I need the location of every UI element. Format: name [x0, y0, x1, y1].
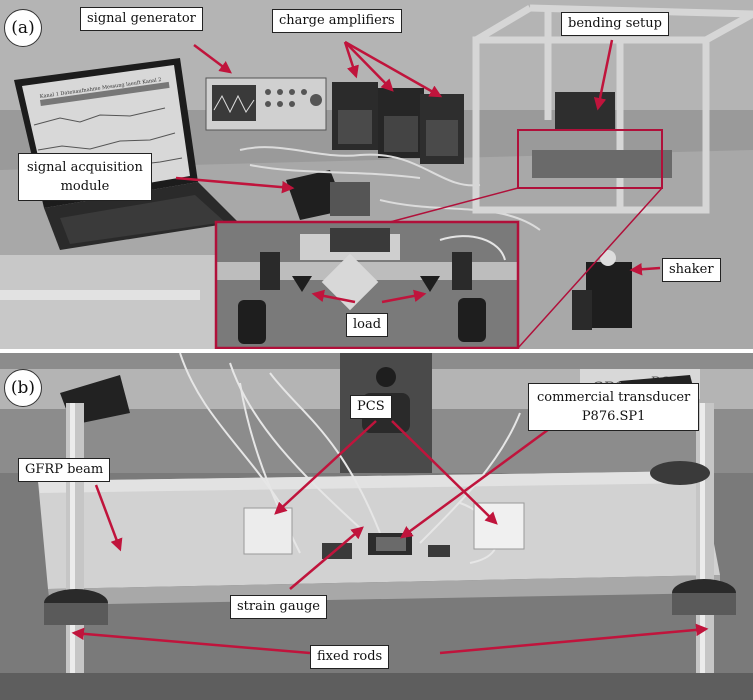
- signal-acquisition-module-label: signal acquisition module: [18, 153, 152, 201]
- inset-border: [214, 220, 520, 349]
- strain-gauge-label: strain gauge: [230, 595, 327, 619]
- bending-setup-highlight: [517, 129, 663, 189]
- panel-a-photo: Kanal 1 Datenaufnahme Messung laeuft Kan…: [0, 0, 753, 349]
- bending-setup-frame: [472, 4, 753, 214]
- panel-b-photo: SP1 PC1: [0, 353, 753, 700]
- fixed-rods-label: fixed rods: [310, 645, 390, 669]
- strain-gauge-sensor: [322, 543, 352, 559]
- shaker-label: shaker: [662, 258, 721, 282]
- pcs-sensor-right: [473, 502, 525, 550]
- load-label: load: [346, 313, 389, 337]
- pcs-label: PCS: [350, 395, 392, 419]
- panel-a-tag: (a): [4, 9, 42, 47]
- signal-generator-device: [205, 77, 327, 131]
- charge-amplifiers-label: charge amplifiers: [272, 9, 402, 33]
- acquisition-module-device: [286, 170, 370, 220]
- gfrp-beam-label: GFRP beam: [18, 458, 111, 482]
- pcs-sensor-left: [243, 507, 293, 555]
- shaker-device: [572, 250, 632, 330]
- signal-generator-label: signal generator: [80, 7, 203, 31]
- bending-setup-label: bending setup: [561, 12, 669, 36]
- commercial-transducer-label: commercial transducer P876.SP1: [528, 383, 700, 431]
- panel-b-tag: (b): [4, 369, 42, 407]
